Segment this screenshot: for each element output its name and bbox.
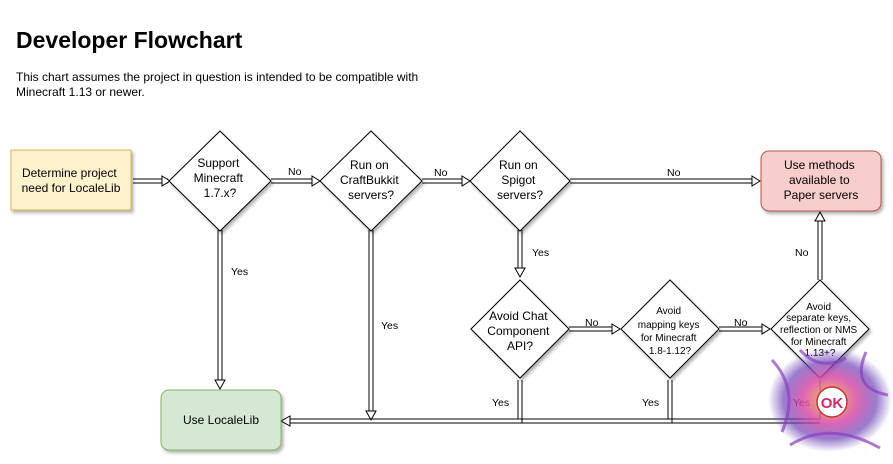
node-craftbukkit-line: CraftBukkit bbox=[340, 173, 399, 187]
node-start-line: need for LocaleLib bbox=[22, 181, 121, 195]
node-start: Determine project need for LocaleLib bbox=[10, 149, 132, 211]
node-paper-line: Use methods bbox=[784, 158, 855, 172]
edge-craftbukkit-to-use bbox=[365, 230, 377, 422]
edge-label-no-1: No bbox=[288, 166, 302, 178]
edge-spigot-to-chat bbox=[514, 230, 526, 279]
edge-label-no-4: No bbox=[585, 317, 599, 329]
node-chat-line: API? bbox=[507, 339, 533, 353]
edge-label-no-6: No bbox=[795, 247, 809, 259]
page-subtitle: This chart assumes the project in questi… bbox=[16, 70, 419, 99]
node-craftbukkit-line: servers? bbox=[348, 188, 394, 202]
node-paper: Use methods available to Paper servers bbox=[760, 150, 882, 212]
node-craftbukkit: Run on CraftBukkit servers? bbox=[319, 130, 423, 232]
node-chat: Avoid Chat Component API? bbox=[470, 279, 570, 379]
node-use-label: Use LocaleLib bbox=[183, 413, 259, 427]
edge-support-to-use bbox=[214, 230, 226, 391]
edge-bottom-return bbox=[279, 380, 821, 427]
svg-text:Use methods available to: Use methods available to Paper servers bbox=[784, 158, 859, 202]
watermark-logo: OK bbox=[768, 348, 892, 452]
node-mapping: Avoid mapping keys for Minecraft 1.8-1.1… bbox=[620, 279, 720, 379]
edge-chat-to-mapping bbox=[569, 323, 621, 335]
node-separate-line: for Minecraft bbox=[791, 337, 847, 348]
node-start-line: Determine project bbox=[22, 166, 117, 180]
node-support-line: Support bbox=[197, 156, 240, 170]
node-mapping-line: 1.8-1.12? bbox=[649, 346, 692, 357]
node-support-1-7: Support Minecraft 1.7.x? bbox=[168, 130, 272, 232]
node-spigot-line: Run on bbox=[499, 158, 538, 172]
page-title: Developer Flowchart bbox=[16, 27, 243, 53]
svg-text:Run on CraftBukkit: Run on CraftBukkit servers? bbox=[340, 158, 402, 202]
node-mapping-line: Avoid bbox=[656, 306, 681, 317]
node-spigot-line: Spigot bbox=[501, 173, 536, 187]
edge-label-no-3: No bbox=[667, 167, 681, 179]
node-chat-line: Avoid Chat bbox=[489, 309, 548, 323]
edge-label-yes-1: Yes bbox=[231, 266, 248, 278]
node-mapping-line: for Minecraft bbox=[641, 333, 697, 344]
edge-craftbukkit-to-spigot bbox=[422, 175, 471, 187]
svg-text:Avoid Chat Component: Avoid Chat Component API? bbox=[487, 309, 552, 353]
svg-text:Determine project need f: Determine project need for LocaleLib bbox=[22, 166, 121, 195]
svg-text:Support Minecraft: Support Minecraft 1.7.x? bbox=[194, 156, 247, 200]
svg-text:Run on Spigot serv: Run on Spigot servers? bbox=[497, 158, 543, 202]
node-separate-line: Avoid bbox=[806, 302, 831, 313]
node-separate-line: reflection or NMS bbox=[780, 325, 858, 336]
node-separate-line: separate keys, bbox=[786, 313, 851, 324]
edge-label-yes-4: Yes bbox=[492, 397, 509, 409]
edge-start-to-support bbox=[133, 175, 171, 187]
svg-text:OK: OK bbox=[821, 395, 844, 412]
node-support-line: 1.7.x? bbox=[204, 186, 237, 200]
node-paper-line: Paper servers bbox=[784, 188, 859, 202]
edge-label-no-2: No bbox=[434, 167, 448, 179]
node-craftbukkit-line: Run on bbox=[350, 158, 389, 172]
node-use-localelib: Use LocaleLib bbox=[160, 389, 282, 451]
node-spigot: Run on Spigot servers? bbox=[469, 130, 571, 232]
edge-label-yes-3: Yes bbox=[532, 247, 549, 259]
node-spigot-line: servers? bbox=[497, 188, 543, 202]
svg-text:Avoid mapping keys: Avoid mapping keys for Minecraft 1.8-1.1… bbox=[638, 306, 702, 357]
edge-mapping-to-separate bbox=[719, 323, 771, 335]
edge-spigot-to-paper bbox=[570, 175, 761, 187]
node-mapping-line: mapping keys bbox=[638, 320, 700, 331]
edge-label-yes-2: Yes bbox=[381, 320, 398, 332]
edge-separate-to-paper bbox=[814, 210, 826, 280]
edge-label-no-5: No bbox=[734, 317, 748, 329]
node-chat-line: Component bbox=[487, 324, 550, 338]
node-paper-line: available to bbox=[789, 173, 850, 187]
node-support-line: Minecraft bbox=[194, 171, 244, 185]
edge-support-to-craftbukkit bbox=[271, 175, 321, 187]
edge-label-yes-5: Yes bbox=[642, 397, 659, 409]
